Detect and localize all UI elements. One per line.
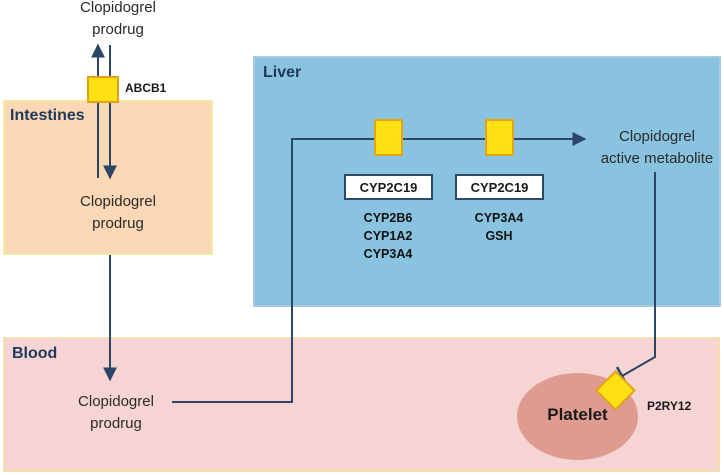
prodrug-intestine-line2: prodrug: [92, 215, 144, 232]
step2-enzyme-2: GSH: [485, 229, 513, 243]
prodrug-intestine-line1: Clopidogrel: [80, 193, 156, 210]
intestines-title: Intestines: [10, 107, 85, 124]
step1-enzyme-3: CYP3A4: [363, 247, 413, 261]
step1-enzyme-1: CYP2B6: [363, 211, 413, 225]
blood-to-liver-path: [172, 138, 388, 403]
prodrug-label-intestine: Clopidogrel prodrug: [58, 191, 178, 235]
blood-title: Blood: [12, 345, 58, 362]
prodrug-blood-line1: Clopidogrel: [78, 393, 154, 410]
active-metabolite-label: Clopidogrel active metabolite: [592, 126, 722, 170]
active-metabolite-line1: Clopidogrel: [619, 128, 695, 145]
p2ry12-label: P2RY12: [647, 399, 692, 413]
prodrug-top-line2: prodrug: [92, 21, 144, 38]
prodrug-top-line1: Clopidogrel: [80, 0, 156, 16]
prodrug-label-blood: Clopidogrel prodrug: [56, 391, 176, 435]
step1-enzyme-2: CYP1A2: [363, 229, 413, 243]
platelet-label: Platelet: [547, 405, 608, 424]
p2ry12-receptor-icon: [594, 369, 637, 412]
active-metabolite-line2: active metabolite: [600, 150, 714, 167]
liver-title: Liver: [263, 64, 302, 81]
step2-enzyme-1: CYP3A4: [474, 211, 524, 225]
inhibition-line: [621, 172, 656, 377]
abcb1-transporter-icon: [87, 76, 119, 103]
abcb1-label: ABCB1: [125, 81, 167, 95]
step1-other-enzymes: CYP2B6 CYP1A2 CYP3A4: [338, 209, 438, 263]
step1-enzyme-box: CYP2C19: [344, 174, 433, 200]
step2-other-enzymes: CYP3A4 GSH: [449, 209, 549, 245]
step2-enzyme-box: CYP2C19: [455, 174, 544, 200]
prodrug-label-top: Clopidogrel prodrug: [58, 0, 178, 41]
step1-enzyme-icon: [374, 119, 403, 156]
prodrug-blood-line2: prodrug: [90, 415, 142, 432]
step2-enzyme-icon: [485, 119, 514, 156]
